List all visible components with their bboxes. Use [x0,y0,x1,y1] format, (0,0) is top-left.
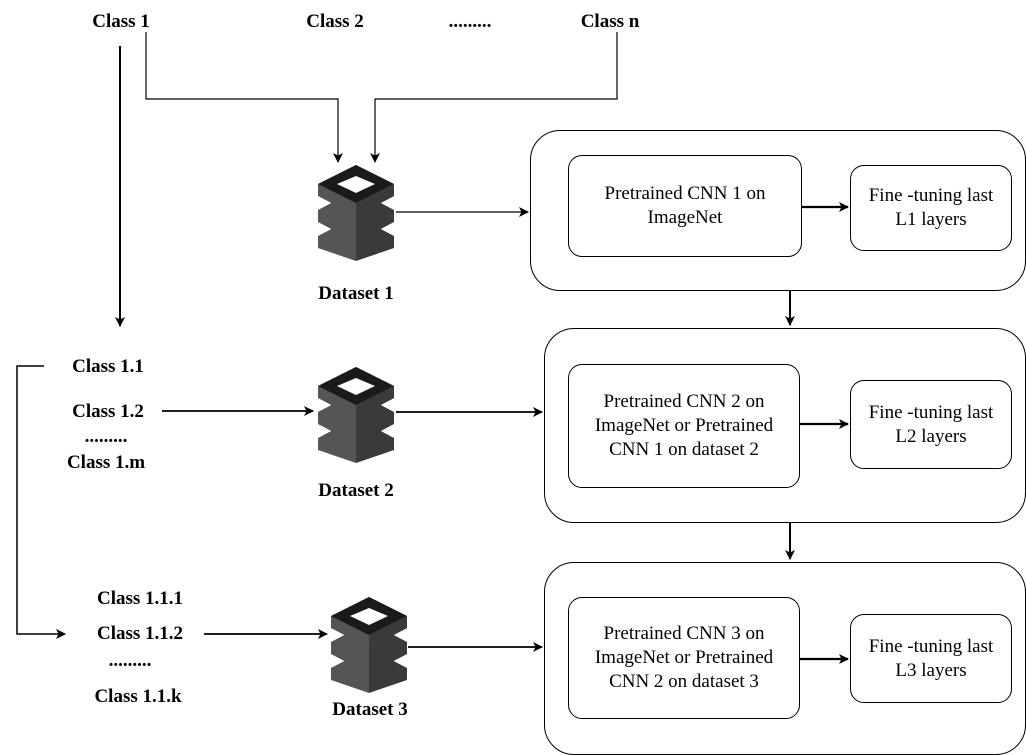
stage-2-pretrained-box: Pretrained CNN 2 on ImageNet or Pretrain… [568,364,800,488]
stage-2-pretrained-line-3: CNN 1 on dataset 2 [609,438,759,460]
stage-1-finetune-line-2: L1 layers [895,209,967,230]
stage-1-pretrained-box: Pretrained CNN 1 on ImageNet [568,155,802,257]
stage-1-pretrained-line-1: Pretrained CNN 1 on [604,183,766,205]
stage-1-finetune-line-1: Fine -tuning last [868,185,994,207]
class1-to-dataset1-connector [145,32,343,163]
stage-2-finetune-line-1: Fine -tuning last [868,401,994,423]
stage-2-finetune-line-2: L2 layers [895,425,967,447]
classn-to-dataset1-connector [370,32,618,163]
class-1-label: Class 1 [92,11,150,32]
dataset-2-database-icon [318,367,394,463]
class-1-1-k-label: Class 1.1.k [94,686,182,707]
stage-2-pretrained-line-1: Pretrained CNN 2 on [603,391,765,413]
stage-2-pretrained-line-2: ImageNet or Pretrained [594,415,774,437]
dataset-3-database-icon [331,597,407,693]
stage-1-pretrained-line-2: ImageNet [647,207,723,228]
class-n-label: Class n [580,11,640,32]
class-1-1-1-label: Class 1.1.1 [96,588,184,609]
top-ellipsis: ......... [448,11,492,32]
stage-3-finetune-line-2: L3 layers [895,659,967,681]
stage-3-pretrained-line-1: Pretrained CNN 3 on [603,623,765,645]
class-1-1-label: Class 1.1 [72,356,144,377]
dataset-3-label: Dataset 3 [332,699,408,720]
level2-ellipsis: ......... [84,426,128,447]
stage-3-pretrained-box: Pretrained CNN 3 on ImageNet or Pretrain… [568,597,800,719]
class-1-2-label: Class 1.2 [72,401,144,422]
level2-to-level3-bracket [16,365,66,639]
stage-3-finetune-box: Fine -tuning last L3 layers [850,614,1012,703]
stage-1-finetune-box: Fine -tuning last L1 layers [850,165,1012,251]
class-2-label: Class 2 [306,11,364,32]
dataset-1-database-icon [318,165,394,261]
dataset-1-label: Dataset 1 [318,283,394,304]
class-1-1-2-label: Class 1.1.2 [96,623,184,644]
stage-3-pretrained-line-3: CNN 2 on dataset 3 [609,670,759,692]
stage-2-finetune-box: Fine -tuning last L2 layers [850,380,1012,469]
class-1-m-label: Class 1.m [66,452,146,473]
stage-3-finetune-line-1: Fine -tuning last [868,635,994,657]
dataset-2-label: Dataset 2 [318,480,394,501]
level3-ellipsis: ......... [108,650,152,671]
stage-3-pretrained-line-2: ImageNet or Pretrained [594,647,774,669]
